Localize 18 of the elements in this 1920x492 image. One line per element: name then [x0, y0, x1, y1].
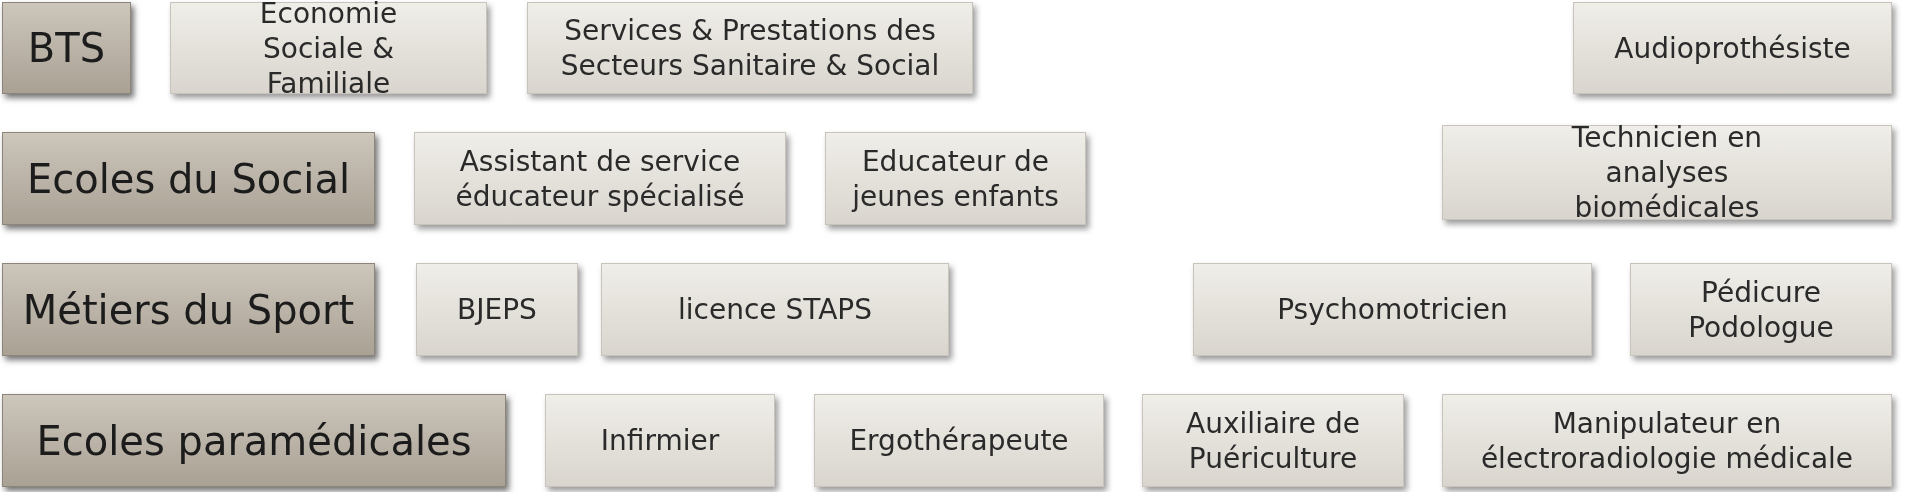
category-box: Ecoles paramédicales: [2, 394, 506, 487]
program-box: Manipulateur en électroradiologie médicale: [1442, 394, 1892, 487]
program-box: Auxiliaire de Puériculture: [1142, 394, 1404, 487]
program-box: Audioprothésiste: [1573, 2, 1892, 94]
program-box: Assistant de service éducateur spécialisé: [414, 132, 786, 225]
program-box: Services & Prestations des Secteurs Sanitaire & Social: [527, 2, 973, 94]
category-box: Ecoles du Social: [2, 132, 375, 225]
program-box: Ergothérapeute: [814, 394, 1104, 487]
program-box: Pédicure Podologue: [1630, 263, 1892, 356]
category-box: BTS: [2, 2, 131, 94]
program-box: Educateur de jeunes enfants: [825, 132, 1086, 225]
category-box: Métiers du Sport: [2, 263, 375, 356]
program-box: Infirmier: [545, 394, 775, 487]
program-box: Economie Sociale & Familiale: [170, 2, 487, 94]
program-box: Technicien en analyses biomédicales: [1442, 125, 1892, 220]
program-box: BJEPS: [416, 263, 578, 356]
program-box: licence STAPS: [601, 263, 949, 356]
program-box: Psychomotricien: [1193, 263, 1592, 356]
